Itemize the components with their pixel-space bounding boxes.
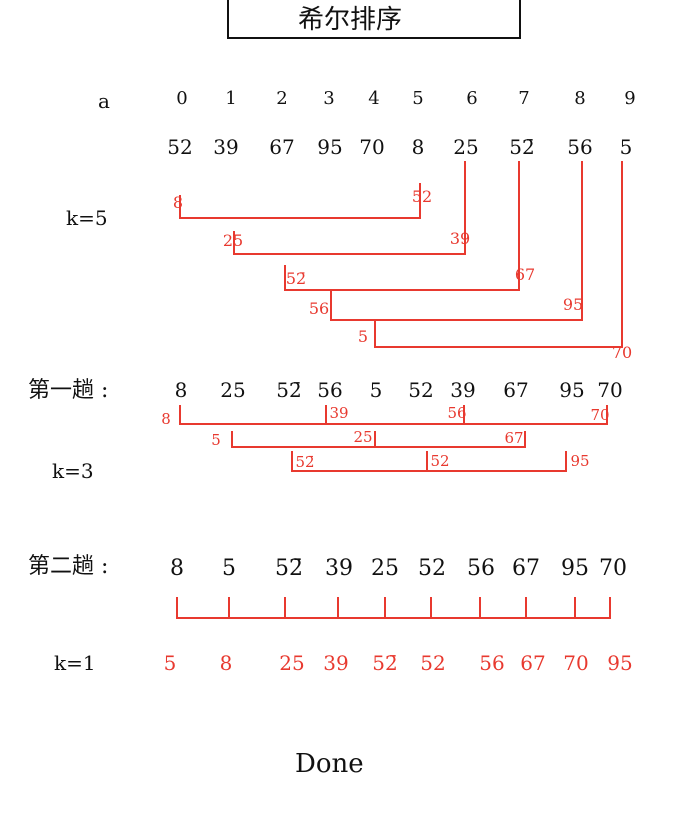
title-frame	[227, 0, 521, 39]
gap-label-k5: k=5	[66, 206, 108, 230]
pass-k5: k=5 8 52 25 39 52̄ 67 56 95 5 70	[66, 161, 632, 362]
pass1-value-6: 39	[450, 378, 475, 402]
pass-label-2: 第二趟 :	[28, 554, 108, 579]
k3-group-2-value-2: 95	[570, 452, 589, 470]
k3-group-1-value-0: 5	[211, 431, 221, 449]
index-5: 5	[412, 88, 423, 109]
pass2-value-8: 95	[561, 556, 589, 581]
k5-group-2-value-a: 52̄	[286, 269, 306, 288]
final-value-9: 95	[607, 651, 632, 675]
pass1-value-1: 25	[220, 378, 245, 402]
k3-group-0-value-0: 8	[161, 410, 171, 428]
k3-group-1: 5 25 67	[211, 428, 526, 449]
k5-group-2: 52̄ 67	[284, 161, 535, 291]
original-value-3: 95	[317, 135, 342, 159]
k5-group-3-value-b: 95	[563, 295, 583, 314]
pass2-value-4: 25	[371, 556, 399, 581]
index-0: 0	[176, 88, 187, 109]
original-value-4: 70	[359, 135, 384, 159]
k5-group-0-value-a: 8	[173, 193, 183, 212]
k3-group-1-value-2: 67	[504, 429, 523, 447]
original-value-5: 8	[412, 135, 425, 159]
original-value-8: 56	[567, 135, 592, 159]
pass2-value-1: 5	[222, 556, 236, 581]
final-value-0: 5	[164, 651, 177, 675]
pass1-value-4: 5	[370, 378, 383, 402]
index-6: 6	[466, 88, 477, 109]
gap-label-k3: k=3	[52, 459, 94, 483]
pass1-value-3: 56	[317, 378, 342, 402]
index-9: 9	[624, 88, 635, 109]
pass1-value-9: 70	[597, 378, 622, 402]
k5-group-3: 56 95	[309, 161, 583, 321]
original-value-6: 25	[453, 135, 478, 159]
final-value-3: 39	[323, 651, 348, 675]
k3-group-0-value-3: 70	[590, 406, 609, 424]
pass-label-1: 第一趟 :	[28, 378, 108, 403]
pass1-value-2: 52̄	[276, 378, 301, 402]
title-box: 希尔排序	[227, 0, 521, 39]
pass2-value-6: 56	[467, 556, 495, 581]
k3-group-1-value-1: 25	[353, 428, 372, 446]
k5-group-1: 25 39	[223, 161, 470, 255]
index-row: a 0 1 2 3 4 5 6 7 8 9	[98, 88, 636, 113]
index-2: 2	[276, 88, 287, 109]
pass2-value-2: 52̄	[275, 556, 303, 581]
pass1-value-8: 95	[559, 378, 584, 402]
gap-label-k1: k=1	[54, 651, 96, 675]
k5-group-2-value-b: 67	[515, 265, 535, 284]
k5-group-4-value-a: 5	[358, 327, 368, 346]
final-value-1: 8	[220, 651, 233, 675]
pass2-value-7: 67	[512, 556, 540, 581]
k5-group-4-value-b: 70	[612, 343, 632, 362]
k3-group-2: 52̄ 52 95	[291, 451, 590, 472]
k3-group-0: 8 39 56 70	[161, 404, 609, 428]
pass-2: 第二趟 : 8 5 52̄ 39 25 52 56 67 95 70 k=1 5 8 25 39 52̄ 5…	[28, 554, 633, 675]
index-7: 7	[518, 88, 529, 109]
index-8: 8	[574, 88, 585, 109]
k5-group-4: 5 70	[358, 161, 632, 362]
pass2-value-3: 39	[325, 556, 353, 581]
k5-group-0: 8 52	[173, 183, 432, 219]
final-value-4: 52̄	[372, 651, 397, 675]
pass1-value-7: 67	[503, 378, 528, 402]
k3-group-2-value-0: 52̄	[295, 453, 314, 471]
title-text: 希尔排序	[298, 5, 402, 35]
pass2-value-9: 70	[599, 556, 627, 581]
pass1-value-0: 8	[175, 378, 188, 402]
final-value-6: 56	[479, 651, 504, 675]
original-value-2: 67	[269, 135, 294, 159]
index-1: 1	[225, 88, 236, 109]
original-value-9: 5	[620, 135, 633, 159]
k5-group-3-value-a: 56	[309, 299, 329, 318]
original-row: 52 39 67 95 70 8 25 52̄ 56 5	[167, 135, 632, 159]
final-value-2: 25	[279, 651, 304, 675]
original-value-0: 52	[167, 135, 192, 159]
index-label: a	[98, 89, 110, 113]
pass2-value-5: 52	[418, 556, 446, 581]
k5-group-0-value-b: 52	[412, 187, 432, 206]
k5-group-1-value-a: 25	[223, 231, 243, 250]
pass2-value-0: 8	[170, 556, 184, 581]
done-label: Done	[295, 749, 364, 779]
original-value-7: 52̄	[509, 135, 534, 159]
pass1-value-5: 52	[408, 378, 433, 402]
final-value-8: 70	[563, 651, 588, 675]
final-value-7: 67	[520, 651, 545, 675]
k3-group-0-value-1: 39	[329, 404, 348, 422]
k5-group-1-value-b: 39	[450, 229, 470, 248]
k3-group-2-value-1: 52	[430, 452, 449, 470]
index-3: 3	[323, 88, 334, 109]
final-value-5: 52	[420, 651, 445, 675]
index-4: 4	[368, 88, 379, 109]
original-value-1: 39	[213, 135, 238, 159]
k3-group-0-value-2: 56	[447, 404, 466, 422]
